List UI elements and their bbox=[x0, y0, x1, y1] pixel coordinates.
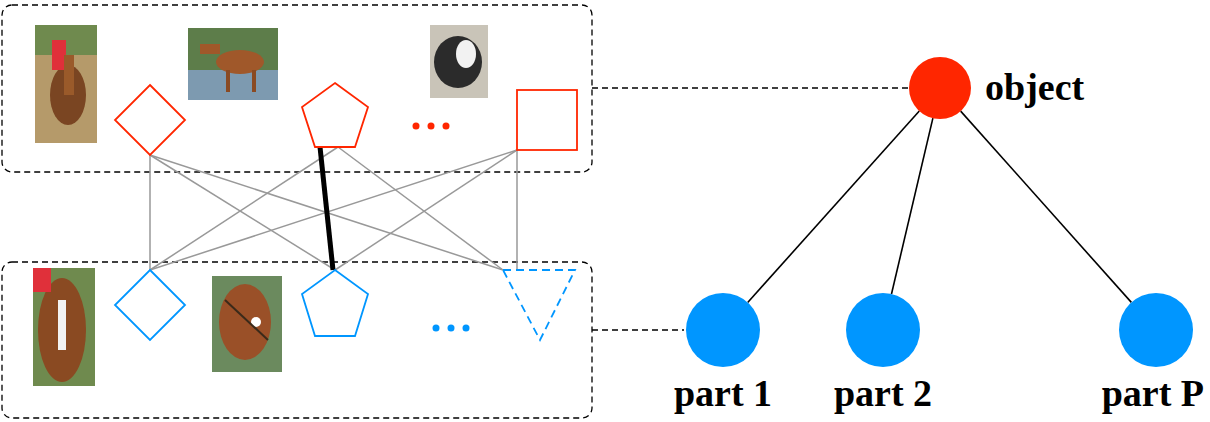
horse-body bbox=[216, 50, 264, 74]
node-label: part P bbox=[1102, 373, 1204, 415]
horse-body bbox=[434, 36, 482, 88]
rider bbox=[33, 268, 51, 292]
horse-photo bbox=[33, 268, 95, 386]
dashed-link bbox=[592, 329, 684, 330]
horse-head bbox=[200, 44, 220, 54]
node-circle: part 1 bbox=[686, 293, 760, 367]
ellipsis-dot bbox=[413, 123, 420, 130]
ellipsis-dot bbox=[463, 325, 470, 332]
node-label: part 1 bbox=[674, 373, 772, 415]
ellipsis-dot bbox=[428, 123, 435, 130]
node-label-text: object bbox=[985, 67, 1084, 109]
match-line bbox=[149, 155, 151, 270]
horse-photo bbox=[188, 28, 278, 100]
ellipsis-dot bbox=[448, 325, 455, 332]
ellipsis-dot bbox=[443, 123, 450, 130]
photo-water bbox=[188, 70, 278, 100]
tree-edge bbox=[891, 118, 932, 294]
node-circle: object bbox=[909, 57, 971, 119]
object-square bbox=[517, 90, 577, 150]
horse-neck bbox=[64, 55, 74, 95]
node-label-text: part P bbox=[1102, 373, 1204, 415]
best-match-line bbox=[320, 147, 333, 270]
horse-photo bbox=[430, 25, 488, 98]
object-group-box bbox=[2, 5, 592, 172]
match-line bbox=[150, 147, 338, 270]
node-label: part 2 bbox=[834, 373, 932, 415]
photo-background bbox=[188, 28, 278, 100]
horse-photo bbox=[212, 276, 282, 372]
match-line bbox=[335, 150, 517, 270]
object-shapes bbox=[115, 83, 577, 155]
horse-blaze bbox=[58, 300, 66, 350]
part-pentagon bbox=[302, 270, 368, 336]
photo-ground bbox=[35, 25, 97, 143]
node-label-text: part 2 bbox=[834, 373, 932, 415]
match-line bbox=[516, 150, 518, 270]
rider bbox=[52, 40, 66, 70]
horse-head bbox=[38, 278, 86, 382]
node-circle: part P bbox=[1119, 293, 1193, 367]
ellipsis-dot bbox=[433, 325, 440, 332]
horse-photo bbox=[35, 25, 97, 143]
horse-head bbox=[219, 284, 271, 360]
horse-patch bbox=[456, 40, 476, 68]
part-shapes bbox=[115, 270, 575, 340]
part-diamond bbox=[115, 270, 185, 340]
object-pentagon bbox=[302, 83, 368, 147]
bridle bbox=[225, 300, 268, 340]
node-circle: part 2 bbox=[846, 293, 920, 367]
photo-background bbox=[212, 276, 282, 372]
horse-leg bbox=[226, 70, 230, 92]
matching-lines bbox=[150, 147, 517, 270]
node-label: object bbox=[985, 67, 1084, 109]
part-triangle bbox=[503, 270, 575, 340]
photo-background bbox=[33, 268, 95, 386]
tree-edge bbox=[961, 111, 1132, 302]
dashed-link bbox=[592, 87, 908, 88]
part-group-box bbox=[2, 262, 592, 418]
node-label-text: part 1 bbox=[674, 373, 772, 415]
object-diamond bbox=[115, 85, 185, 155]
tree-edge bbox=[748, 111, 920, 302]
match-line bbox=[150, 155, 335, 270]
photo-background bbox=[430, 25, 488, 98]
horse-leg bbox=[252, 70, 256, 92]
